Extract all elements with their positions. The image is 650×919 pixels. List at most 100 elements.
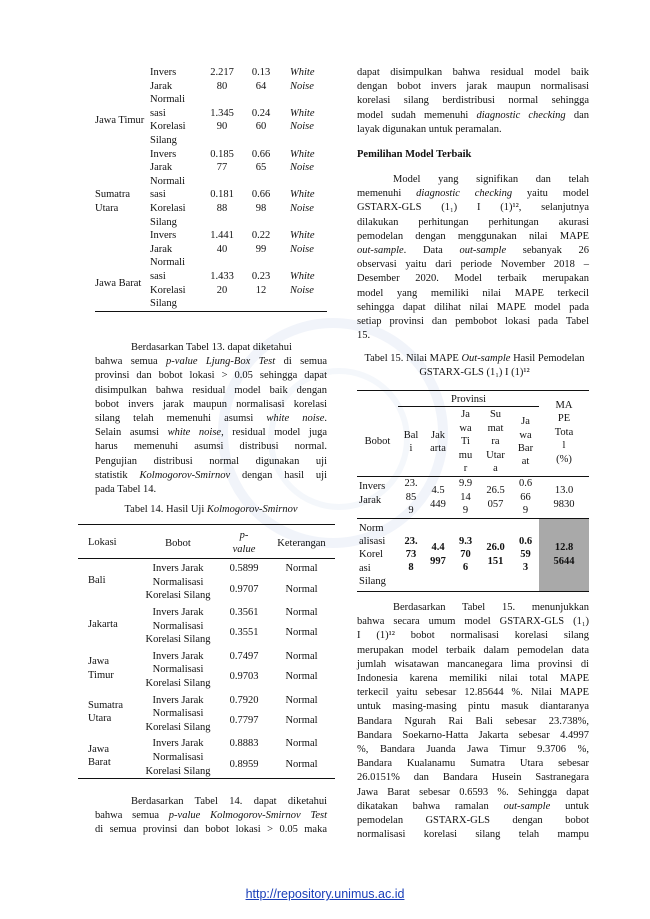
pvalue-cell: 0.3561 [229,606,259,618]
pvalue-cell: 0.7920 [229,694,259,706]
rp3-line: untuk masing-masing pintu masuk diantara… [357,701,589,713]
region-cell: Jawa Barat [95,277,142,289]
lokasi-cell: Sumatra Utara [88,699,123,725]
t14-header-keterangan: Keterangan [277,537,326,549]
lp2-line: Berdasarkan Tabel 14. dapat diketahui [131,796,327,807]
keterangan-cell: Normal [285,671,318,683]
rp3-line: %, Bandara Juanda Jawa Timur 9.3706 %, [357,744,589,756]
lokasi-cell: Jawa Timur [88,656,114,681]
keterangan-cell: Normal [285,606,318,618]
repository-link[interactable]: http://repository.unimus.ac.id [245,887,405,901]
section-heading: Pemilihan Model Terbaik [357,149,472,160]
pvalue-cell: 0.8883 [229,738,259,750]
keterangan-cell: Normal [285,694,318,706]
rp3-line: Bandara Soekarno-Hatta Jakarta sebesar 4… [357,729,589,741]
bobot-cell: Invers Jarak [152,694,204,706]
lp1-line: pada Tabel 14. [95,484,157,496]
table15-caption: Tabel 15. Nilai MAPE Out-sample Hasil Pe… [364,353,585,378]
keterangan-cell: Normal [285,714,318,726]
rp3-line: I (1)¹² bobot normalisasi korelasi silan… [357,630,589,642]
region-cell: Jawa Timur [95,114,145,126]
table-row: Jakarta Invers Jarak 0.3561 Normal [78,603,335,630]
pvalue-cell: 0.9707 [229,583,259,595]
rp1-line: dengan bobot invers jarak maupun normali… [357,81,589,93]
pvalue-cell: 0.7497 [229,650,259,662]
rp3-line: dikatakan bahwa ramalan out-sample untuk [357,800,589,812]
lp1-line: Selain asumsi white noise, residual mode… [95,427,327,439]
lokasi-cell: Jakarta [88,619,118,631]
keterangan-cell: Normal [285,650,318,662]
rp2-line: pemodelan dengan menggunakan nilai MAPE [357,230,589,242]
bobot-cell: Invers Jarak [152,650,204,662]
keterangan-cell: Normal [285,583,318,595]
left-paragraph-2: Berdasarkan Tabel 14. dapat diketahui ba… [95,795,327,838]
rp3-line: Bandara Ngurah Rai Bali sebesar 23.738%, [357,715,589,727]
keterangan-cell: Normal [285,627,318,639]
keterangan-cell: Normal [285,738,318,750]
rp3-line: merupakan model terbaik dalam pemodelan … [357,644,589,656]
rp3-line: Jawa Barat sebesar 0.6593 %. Sehingga da… [357,786,589,798]
rp1-line: layak digunakan untuk peramalan. [357,123,502,135]
rp3-line: terkecil yaitu sebesar 12.85644 %. Nilai… [357,687,589,699]
pvalue-cell: 0.5899 [229,563,259,575]
t15-header-provinsi: Provinsi [398,390,539,408]
bobot-cell: Invers Jarak [152,606,204,618]
rp3-line: bahwa secara umum model GSTARX-GLS (1₁) [357,616,589,628]
lp1-line: bahwa semua p-value Ljung-Box Test di se… [95,356,327,368]
t14-header-lokasi: Lokasi [88,536,117,548]
lp1-line: provinsi dan bobot lokasi > 0.05 sehingg… [95,370,327,382]
t14-header-bobot: Bobot [165,537,191,549]
right-paragraph-1: dapat disimpulkan bahwa residual model b… [357,66,589,137]
lp2-line: bahwa semua p-value Kolmogorov-Smirnov T… [95,810,327,822]
lp2-line: di semua provinsi dan bobot lokasi > 0.0… [95,824,327,836]
bobot-cell: Invers Jarak [152,563,204,575]
lp1-line: disimpulkan bahwa residual model baik de… [95,384,327,396]
rp2-line: Desember 2020. Model terbaik merupakan [357,273,589,285]
rp2-line: dilakukan perhitungan perhitungan akuras… [357,216,589,228]
region-cell: Sumatra Utara [95,189,130,214]
lokasi-cell: Jawa Barat [88,743,111,769]
rp2-line: memenuhi diagnostic checking yaitu model [357,188,589,200]
footer: http://repository.unimus.ac.id [0,886,650,902]
table14-caption: Tabel 14. Hasil Uji Kolmogorov-Smirnov [124,504,298,515]
top-table-rule [95,310,327,312]
rp2-line: setiap provinsi dan pembobot lokasi pada… [357,316,589,328]
t15-header-bobot: Bobot [364,435,391,447]
